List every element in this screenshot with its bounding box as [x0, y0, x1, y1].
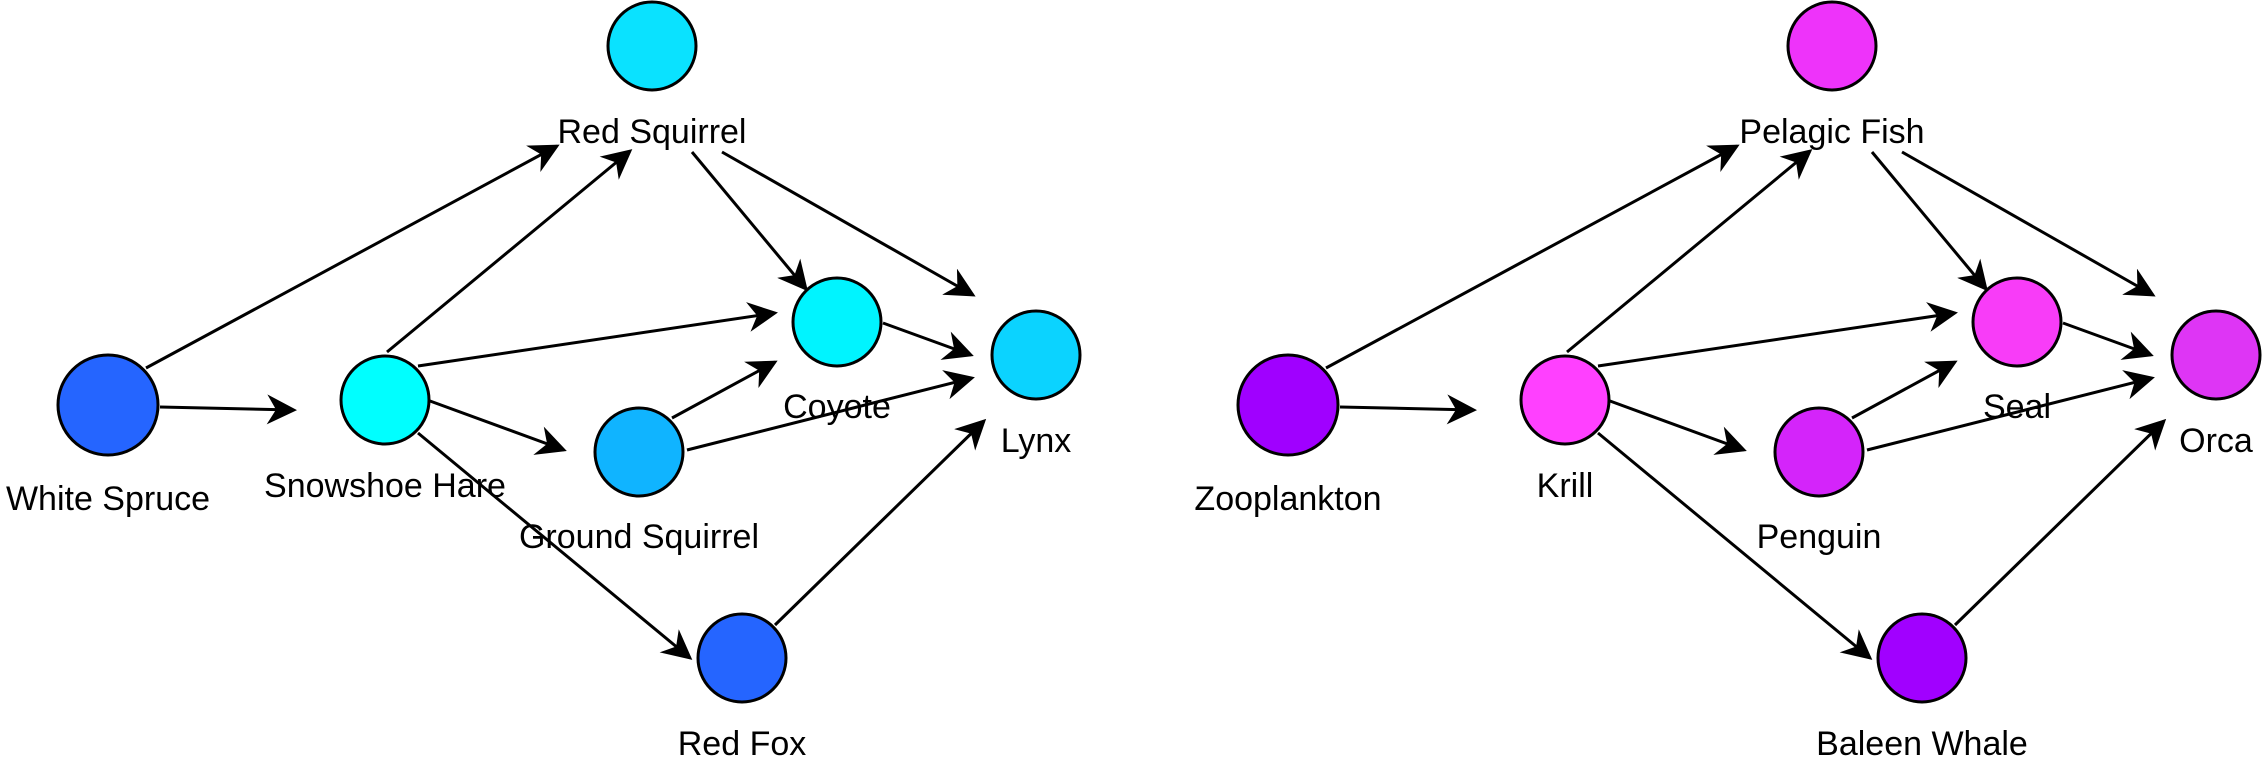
edge-ground-squirrel-to-lynx [686, 370, 975, 452]
edge-krill-to-baleen-whale [1597, 431, 1873, 660]
node-label-lynx: Lynx [1001, 422, 1072, 460]
node-label-krill: Krill [1537, 467, 1594, 505]
node-orca[interactable] [2170, 309, 2262, 401]
edge-coyote-to-lynx [882, 321, 974, 360]
node-label-baleen-whale: Baleen Whale [1816, 725, 2028, 763]
node-white-spruce[interactable] [56, 353, 160, 457]
edge-krill-to-seal [1597, 302, 1958, 368]
edge-penguin-to-seal [1851, 360, 1958, 420]
edge-baleen-whale-to-orca [1953, 418, 2167, 627]
edge-red-squirrel-to-lynx [721, 150, 976, 297]
node-label-orca: Orca [2179, 422, 2253, 460]
edges-layer [145, 144, 2167, 660]
edge-pelagic-fish-to-seal [1870, 151, 1988, 292]
edge-red-squirrel-to-coyote [690, 151, 808, 292]
node-label-red-fox: Red Fox [678, 725, 807, 763]
node-coyote[interactable] [791, 276, 883, 368]
node-label-white-spruce: White Spruce [6, 480, 210, 518]
node-label-coyote: Coyote [783, 388, 891, 426]
node-label-red-squirrel: Red Squirrel [558, 113, 747, 151]
node-label-ground-squirrel: Ground Squirrel [519, 518, 759, 556]
node-red-squirrel[interactable] [606, 0, 698, 92]
edge-snowshoe-hare-to-red-fox [417, 431, 693, 660]
edge-red-fox-to-lynx [773, 418, 987, 627]
edge-penguin-to-orca [1866, 370, 2155, 452]
node-label-zooplankton: Zooplankton [1194, 480, 1381, 518]
node-krill[interactable] [1519, 354, 1611, 446]
node-label-seal: Seal [1983, 388, 2051, 426]
edge-zooplankton-to-pelagic-fish [1325, 144, 1740, 370]
edge-ground-squirrel-to-coyote [671, 360, 778, 420]
edge-snowshoe-hare-to-coyote [417, 302, 778, 368]
edge-seal-to-orca [2062, 321, 2154, 360]
edge-snowshoe-hare-to-red-squirrel [386, 149, 633, 354]
node-penguin[interactable] [1773, 406, 1865, 498]
edge-white-spruce-to-red-squirrel [145, 144, 560, 370]
nodes-layer [56, 0, 2262, 704]
node-seal[interactable] [1971, 276, 2063, 368]
edge-white-spruce-to-snowshoe-hare [159, 394, 297, 425]
edge-pelagic-fish-to-orca [1901, 150, 2156, 297]
edge-krill-to-pelagic-fish [1566, 149, 1813, 354]
edge-zooplankton-to-krill [1339, 394, 1477, 425]
node-snowshoe-hare[interactable] [339, 354, 431, 446]
edge-krill-to-penguin [1609, 399, 1747, 455]
edge-snowshoe-hare-to-ground-squirrel [429, 399, 567, 455]
node-lynx[interactable] [990, 309, 1082, 401]
node-label-snowshoe-hare: Snowshoe Hare [264, 467, 506, 505]
node-red-fox[interactable] [696, 612, 788, 704]
labels-layer: White Spruce Snowshoe Hare Red SquirrelGro… [6, 113, 2253, 763]
node-pelagic-fish[interactable] [1786, 0, 1878, 92]
node-baleen-whale[interactable] [1876, 612, 1968, 704]
node-ground-squirrel[interactable] [593, 406, 685, 498]
node-label-pelagic-fish: Pelagic Fish [1739, 113, 1924, 151]
node-label-penguin: Penguin [1757, 518, 1882, 556]
node-zooplankton[interactable] [1236, 353, 1340, 457]
